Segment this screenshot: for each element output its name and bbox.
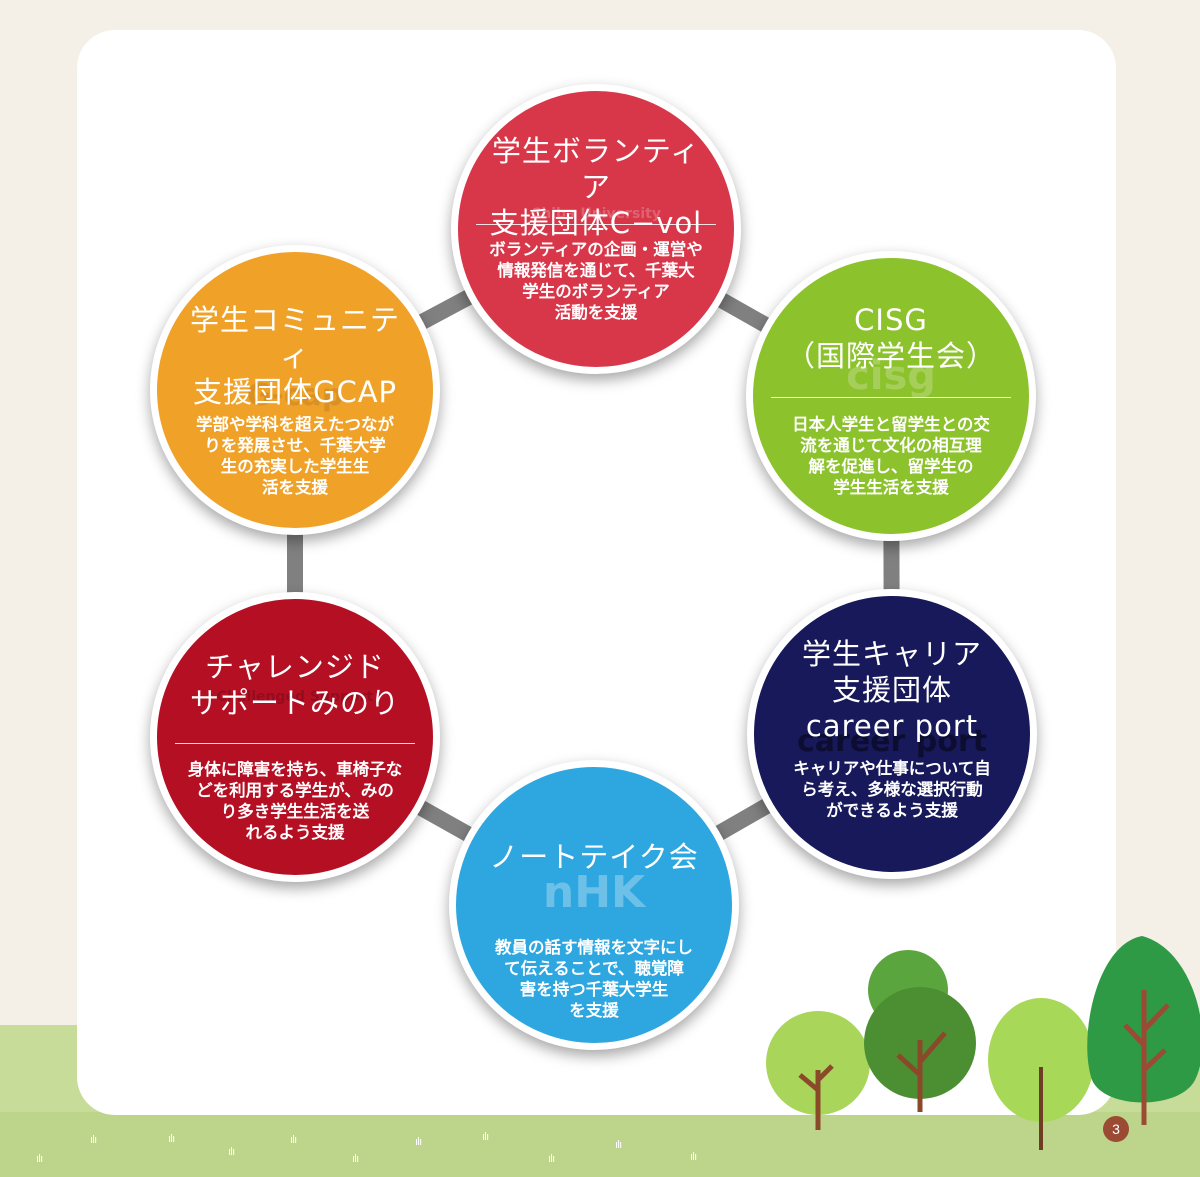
node-minori-divider <box>175 743 415 744</box>
node-cvol-description: ボランティアの企画・運営や 情報発信を通じて、千葉大 学生のボランティア 活動を… <box>489 240 703 322</box>
node-career: career port 学生キャリア 支援団体 career port キャリア… <box>747 589 1037 879</box>
grass-tuft: ılı <box>615 1138 622 1151</box>
node-cisg-description: 日本人学生と留学生との交 流を通じて文化の相互理 解を促進し、留学生の 学生生活… <box>792 415 990 497</box>
node-career-watermark: career port <box>797 724 987 759</box>
grass-tuft: ılı <box>36 1152 43 1165</box>
tree-3 <box>988 998 1094 1150</box>
node-gcap: G-cap 学生コミュニティ 支援団体GCAP 学部や学科を超えたつなが りを発… <box>150 245 440 535</box>
node-notetake-watermark: nHK <box>542 867 646 918</box>
node-notetake: nHK ノートテイク会 教員の話す情報を文字にし て伝えることで、聴覚障 害を持… <box>449 760 739 1050</box>
grass-tuft: ılı <box>548 1152 555 1165</box>
node-cvol-watermark: Chiba University <box>531 206 661 222</box>
node-cvol: Chiba University 学生ボランティア 支援団体C−vol ボランテ… <box>451 84 741 374</box>
node-gcap-description: 学部や学科を超えたつなが りを発展させ、千葉大学 生の充実した学生生 活を支援 <box>196 415 394 497</box>
node-gcap-watermark: G-cap <box>246 378 344 413</box>
page-number-badge: 3 <box>1103 1116 1129 1142</box>
node-cisg-watermark: cisg <box>846 353 936 399</box>
node-cvol-title: 学生ボランティア 支援団体C−vol <box>489 134 703 240</box>
grass-tuft: ılı <box>352 1152 359 1165</box>
node-notetake-description: 教員の話す情報を文字にし て伝えることで、聴覚障 害を持つ千葉大学生 を支援 <box>495 938 693 1020</box>
grass-tuft: ılı <box>290 1133 297 1146</box>
node-minori: Challenged Support チャレンジド サポートみのり 身体に障害を… <box>150 592 440 882</box>
grass-strip <box>0 1112 1200 1177</box>
node-minori-description: 身体に障害を持ち、車椅子な どを利用する学生が、みの り多き学生生活を送 れるよ… <box>187 760 403 842</box>
node-cisg: cisg CISG （国際学生会） 日本人学生と留学生との交 流を通じて文化の相… <box>746 251 1036 541</box>
node-cvol-divider <box>476 224 716 225</box>
node-cisg-title: CISG （国際学生会） <box>785 303 996 373</box>
node-career-title: 学生キャリア 支援団体 career port <box>801 637 982 743</box>
node-notetake-title: ノートテイク会 <box>489 840 699 874</box>
grass-tuft: ılı <box>228 1145 235 1158</box>
grass-tuft: ılı <box>415 1135 422 1148</box>
node-minori-watermark: Challenged Support <box>216 689 374 705</box>
node-minori-title: チャレンジド サポートみのり <box>189 650 400 720</box>
node-cisg-divider <box>771 397 1011 398</box>
tree-2 <box>864 950 976 1112</box>
grass-tuft: ılı <box>168 1132 175 1145</box>
tree-4 <box>1087 936 1200 1125</box>
node-gcap-title: 学生コミュニティ 支援団体GCAP <box>189 303 400 409</box>
node-career-description: キャリアや仕事について自 ら考え、多様な選択行動 ができるよう支援 <box>793 759 991 820</box>
grass-tuft: ılı <box>482 1130 489 1143</box>
grass-tuft: ılı <box>90 1133 97 1146</box>
grass-tuft: ılı <box>690 1150 697 1163</box>
tree-1 <box>766 1011 870 1130</box>
